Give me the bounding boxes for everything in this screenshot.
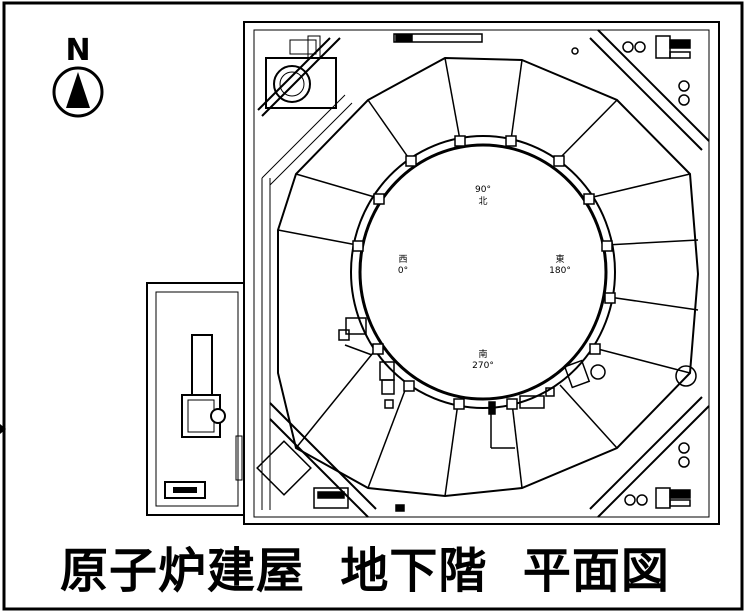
azimuth-south-deg: 270° (472, 361, 494, 371)
azimuth-south-dir: 南 (478, 348, 487, 360)
plan-title: 原子炉建屋 地下階 平面図 (60, 543, 670, 599)
azimuth-east-dir: 東 (555, 253, 564, 265)
corner-rooms (257, 29, 710, 518)
azimuth-west-deg: 0° (398, 266, 408, 276)
tank-equipment-icon (622, 35, 691, 106)
radial-walls (277, 57, 699, 497)
ring-columns (352, 135, 616, 410)
crane-equipment-icon (164, 334, 243, 499)
north-arrow-icon: N (52, 33, 104, 118)
azimuth-labels: 90° 北 西 0° 東 180° 南 270° (398, 185, 571, 371)
piping (338, 317, 606, 449)
azimuth-north-deg: 90° (475, 185, 491, 195)
building-outline (146, 21, 720, 525)
bottom-left-equipment-icon (256, 440, 405, 512)
hatch-strip (393, 33, 579, 55)
reactor-polygon (277, 56, 700, 498)
azimuth-west-dir: 西 (398, 254, 407, 265)
pump-equipment-icon (265, 35, 337, 109)
azimuth-north-dir: 北 (478, 196, 487, 207)
containment-vessel (350, 135, 616, 409)
compass-label: N (65, 33, 90, 68)
bottom-right-equipment-icon (624, 365, 697, 509)
azimuth-east-deg: 180° (549, 266, 571, 276)
section-arrow-icon (0, 424, 6, 434)
